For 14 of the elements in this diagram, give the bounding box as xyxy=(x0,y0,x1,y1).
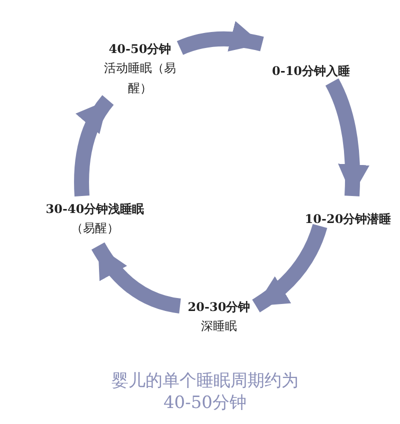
stage-note: （易醒） xyxy=(70,220,120,237)
stage-label: 10-20分钟潜睡 xyxy=(304,211,392,228)
curved-arrow xyxy=(92,242,182,314)
stage-label: 20-30分钟 xyxy=(186,299,252,316)
stage-label: 30-40分钟浅睡眠 xyxy=(44,201,146,218)
curved-arrow xyxy=(177,22,264,55)
curved-arrow xyxy=(74,95,114,196)
stage-label: 0-10分钟入睡 xyxy=(270,63,352,80)
curved-arrow xyxy=(325,78,370,196)
stage-note: 深睡眠 xyxy=(200,318,238,335)
stage-note: 活动睡眠（易醒） xyxy=(103,60,177,97)
stage-label: 40-50分钟 xyxy=(108,41,172,58)
curved-arrow xyxy=(252,224,328,312)
caption: 婴儿的单个睡眠周期约为40-50分钟 xyxy=(110,370,300,414)
